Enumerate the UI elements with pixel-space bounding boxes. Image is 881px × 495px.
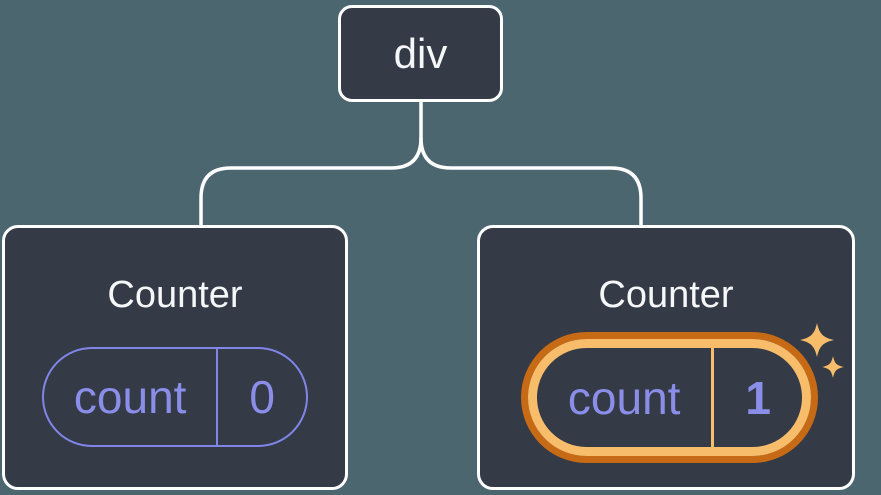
state-pill-left: count 0 bbox=[42, 347, 308, 447]
state-pill-value-cell: 1 bbox=[714, 348, 802, 447]
state-name-label: count bbox=[73, 371, 187, 423]
counter-title-left: Counter bbox=[107, 274, 243, 316]
root-node-div: div bbox=[338, 5, 503, 102]
counter-title-right: Counter bbox=[598, 274, 734, 316]
counter-card-left: Counter count 0 bbox=[2, 225, 348, 490]
counter-card-right: Counter count 1 bbox=[477, 225, 855, 490]
state-pill-value-cell: 0 bbox=[218, 349, 306, 445]
state-pill-name-cell: count bbox=[44, 349, 219, 445]
state-name-label: count bbox=[567, 371, 681, 424]
connector-right-branch bbox=[419, 137, 643, 226]
state-pill-name-cell: count bbox=[537, 348, 715, 447]
state-value-label: 1 bbox=[745, 371, 771, 424]
state-pill-right-highlighted: count 1 bbox=[528, 339, 811, 456]
sparkles-icon bbox=[800, 323, 844, 378]
state-value-label: 0 bbox=[249, 371, 275, 423]
root-node-label: div bbox=[393, 29, 448, 77]
connector-left-branch bbox=[199, 137, 423, 226]
